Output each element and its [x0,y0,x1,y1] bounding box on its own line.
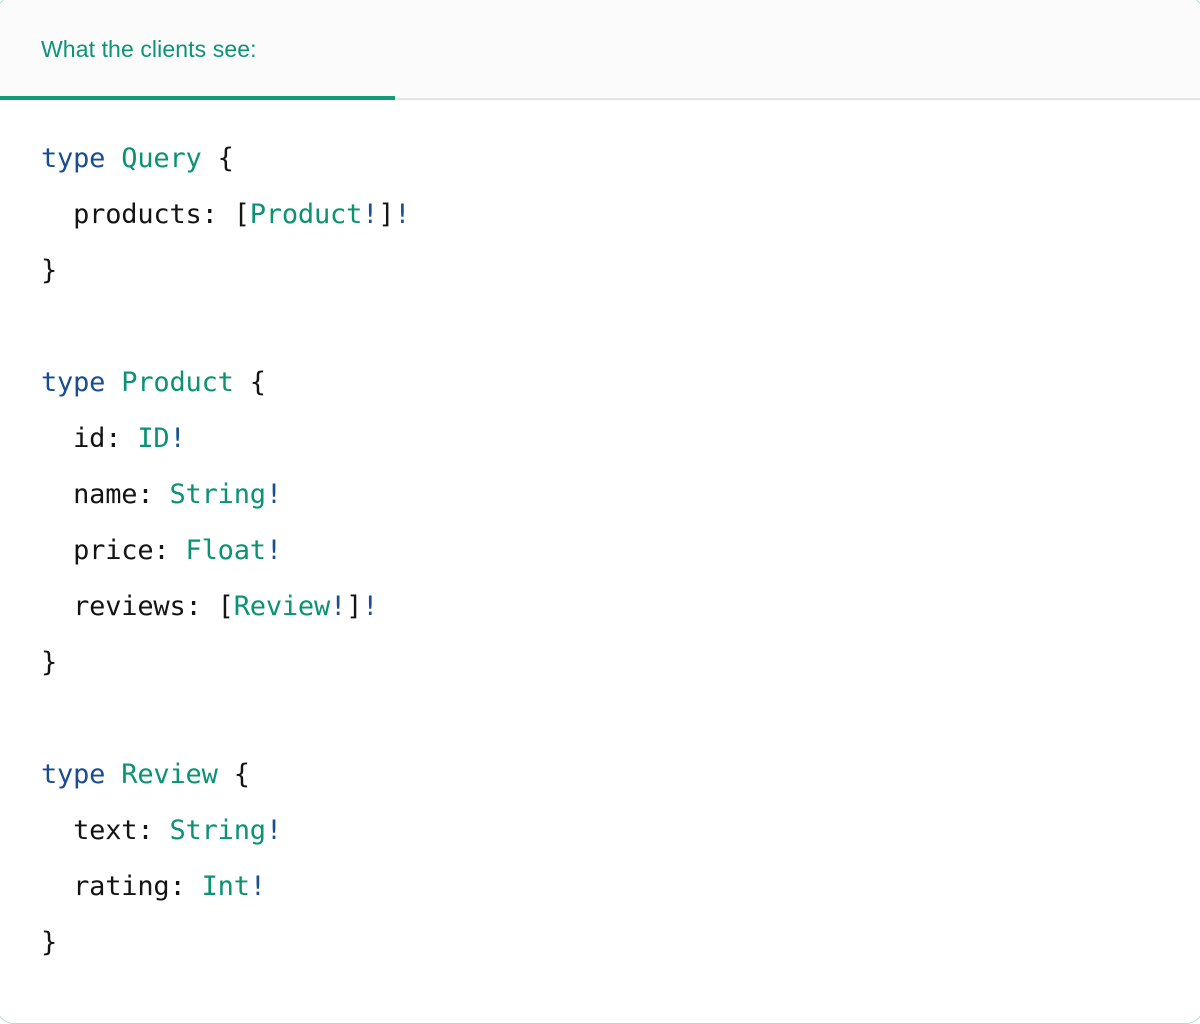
code-line: type Query { [41,143,234,174]
code-token-punc: [ [217,591,234,622]
code-token-punc: : [153,535,186,566]
code-line: name: String! [41,479,282,510]
code-token-bang: ! [362,591,379,622]
code-token-bang: ! [265,535,282,566]
code-token-punc: } [41,647,58,678]
code-token-bang: ! [394,199,411,230]
code-token-bang: ! [265,479,282,510]
code-token-punc: { [233,759,250,790]
code-token-kw: type [41,143,106,174]
code-token-name: id [73,423,106,454]
tab-strip: What the clients see: [0,0,1200,101]
active-tab-underline [0,96,395,100]
code-token-type: Product [121,367,234,398]
code-token-kw: type [41,367,106,398]
code-token-punc [41,479,73,510]
code-token-punc: : [169,871,202,902]
code-token-punc: ] [378,199,395,230]
code-token-punc: : [137,479,170,510]
code-token-punc [105,143,121,174]
code-token-kw: type [41,759,106,790]
code-token-punc: : [105,423,138,454]
code-token-bang: ! [330,591,347,622]
code-token-punc [202,143,218,174]
code-token-name: rating [73,871,170,902]
code-token-punc: } [41,255,58,286]
code-token-name: products [73,199,202,230]
code-token-type: String [169,479,266,510]
code-token-type: Query [121,143,202,174]
code-token-bang: ! [362,199,379,230]
code-token-punc [41,199,73,230]
tab-label: What the clients see: [41,35,257,62]
code-token-punc: [ [233,199,250,230]
code-token-punc: : [185,591,218,622]
code-block[interactable]: type Query { products: [Product!]! } typ… [0,101,1200,1023]
code-token-punc [41,591,73,622]
code-token-punc [41,871,73,902]
code-token-name: reviews [73,591,186,622]
code-line: type Product { [41,367,266,398]
code-token-punc [105,759,121,790]
code-token-type: Float [185,535,266,566]
code-line: type Review { [41,759,250,790]
code-token-type: Int [201,871,250,902]
code-content: type Query { products: [Product!]! } typ… [41,131,1200,971]
code-token-punc: : [137,815,170,846]
code-token-type: Review [233,591,331,622]
code-token-type: String [169,815,266,846]
code-line: } [41,647,57,678]
code-token-name: name [73,479,138,510]
code-token-type: ID [137,423,170,454]
code-token-punc [234,367,250,398]
code-token-punc: ] [346,591,363,622]
code-line: rating: Int! [41,871,266,902]
code-token-bang: ! [265,815,282,846]
code-token-punc [41,535,73,566]
code-token-name: price [73,535,154,566]
code-token-punc [105,367,121,398]
code-line: products: [Product!]! [41,199,410,230]
code-token-punc: { [249,367,266,398]
code-token-bang: ! [249,871,266,902]
code-token-type: Product [249,199,363,230]
tab-strip-divider [0,98,1200,100]
code-token-punc: } [41,927,58,958]
code-token-name: text [73,815,138,846]
code-line: text: String! [41,815,282,846]
code-token-punc: { [217,143,234,174]
code-line: id: ID! [41,423,186,454]
code-token-punc [41,815,73,846]
tab-what-the-clients-see[interactable]: What the clients see: [0,0,395,101]
code-line: } [41,255,57,286]
code-token-type: Review [121,759,218,790]
code-token-punc: : [201,199,234,230]
code-token-punc [41,423,73,454]
code-token-bang: ! [169,423,186,454]
code-line: reviews: [Review!]! [41,591,378,622]
code-token-punc [218,759,234,790]
code-line: } [41,927,57,958]
code-line: price: Float! [41,535,282,566]
